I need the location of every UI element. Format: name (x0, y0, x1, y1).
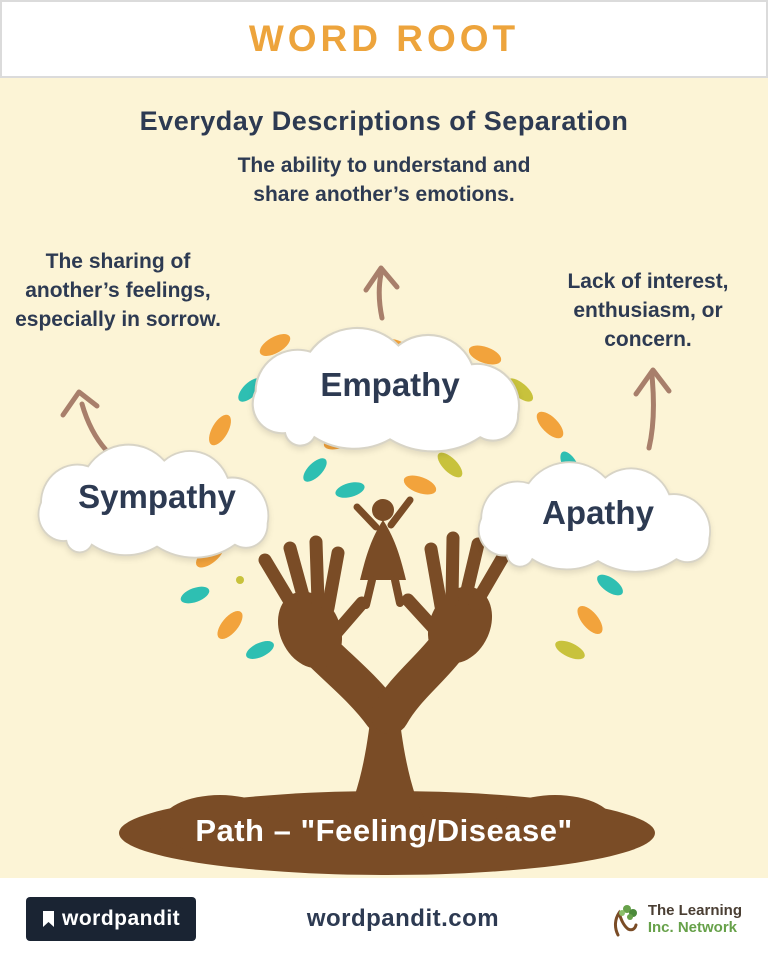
page-title: WORD ROOT (248, 18, 520, 59)
sympathy-word: Sympathy (78, 478, 236, 515)
soil-mound-shape (119, 791, 655, 875)
apathy-definition: Lack of interest, enthusiasm, or concern… (567, 270, 729, 351)
child-silhouette (353, 496, 414, 609)
network-line2: Inc. Network (647, 919, 737, 936)
tree-trunk (340, 705, 430, 830)
empathy-definition: The ability to understand and share anot… (237, 154, 531, 206)
site-url: wordpandit.com (306, 905, 500, 932)
cloud-shape (477, 461, 711, 573)
header-banner: WORD ROOT (0, 0, 768, 78)
apathy-word: Apathy (542, 494, 654, 531)
up-arrow-icon-center (363, 265, 400, 321)
sympathy-cloud: Sympathy (12, 430, 302, 560)
wordpandit-logo: wordpandit (26, 897, 197, 941)
wordpandit-logo-text: wordpandit (62, 907, 181, 930)
apathy-cloud: Apathy (452, 448, 744, 574)
learning-network-logo: The Learning Inc. Network (610, 901, 742, 937)
network-text: The Learning Inc. Network (648, 902, 742, 937)
cloud-shape (251, 326, 521, 453)
network-tree-icon (613, 905, 638, 937)
empathy-cloud: Empathy (222, 312, 558, 454)
bookmark-icon (43, 911, 54, 927)
sympathy-definition: The sharing of another’s feelings, espec… (15, 250, 221, 331)
network-line1: The Learning (647, 901, 742, 919)
root-meaning-label: Path – "Feeling/Disease" (195, 813, 573, 848)
cloud-shape (37, 443, 270, 559)
footer-bar: wordpandit wordpandit.com The Learning I… (0, 878, 768, 960)
subtitle: Everyday Descriptions of Separation (139, 106, 629, 136)
empathy-word: Empathy (320, 366, 460, 403)
right-hand (371, 531, 510, 734)
